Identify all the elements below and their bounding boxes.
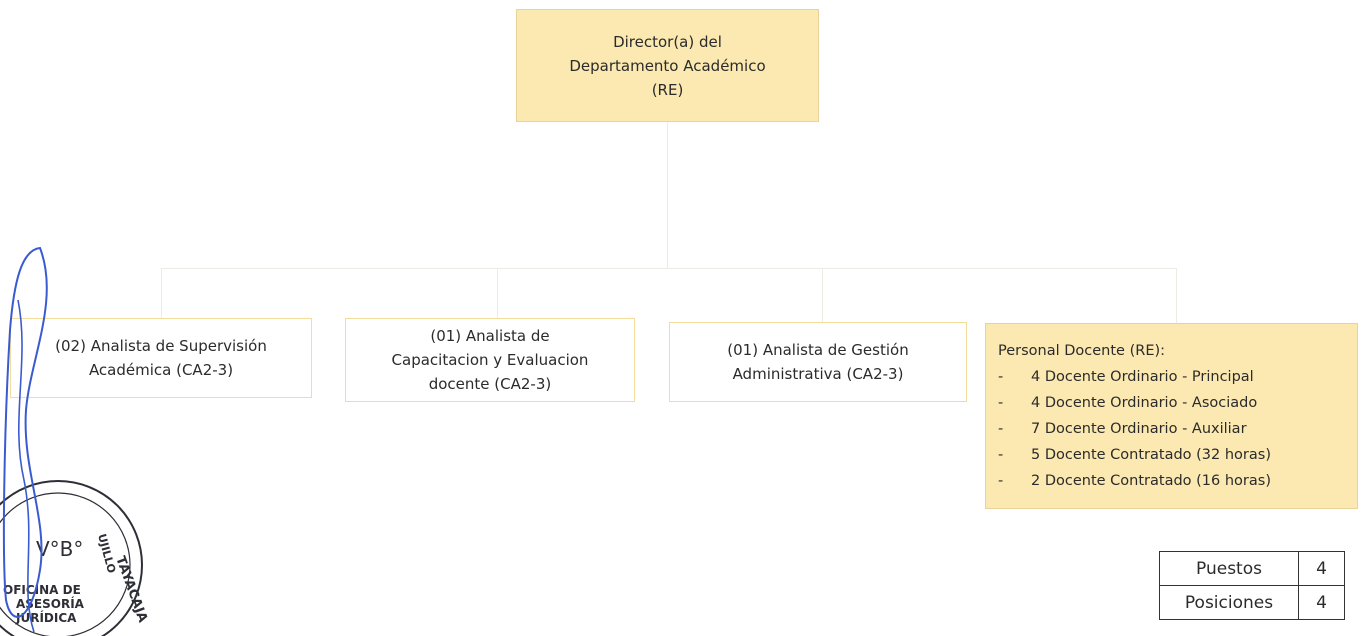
director-line-1: Director(a) del — [613, 32, 722, 51]
seal-inner-ring — [0, 492, 131, 636]
signature-stroke — [2, 246, 48, 618]
teaching-staff-item: 2 Docente Contratado (16 horas) — [998, 468, 1357, 494]
teaching-staff-item: 5 Docente Contratado (32 horas) — [998, 442, 1357, 468]
summary-value: 4 — [1298, 551, 1345, 586]
connector-director-down — [667, 122, 668, 269]
teaching-staff-node: Personal Docente (RE): 4 Docente Ordinar… — [985, 323, 1358, 509]
seal-outer-ring — [0, 480, 143, 636]
analyst-administrative-node: (01) Analista de Gestión Administrativa … — [669, 322, 967, 402]
seal-line-2: ASESORÍA — [16, 596, 85, 611]
connector-to-analyst-2 — [497, 268, 498, 318]
analyst-2-line-2: Capacitacion y Evaluacion — [391, 351, 589, 369]
seal-stamp: V°B° OFICINA DE ASESORÍA JURÍDICA TAYACA… — [0, 246, 150, 636]
summary-label: Posiciones — [1159, 585, 1299, 620]
teaching-staff-title: Personal Docente (RE): — [998, 343, 1166, 359]
summary-value: 4 — [1298, 585, 1345, 620]
signature-stroke-2 — [17, 299, 35, 633]
summary-table: Puestos 4 Posiciones 4 — [1159, 551, 1345, 620]
analyst-1-line-1: (02) Analista de Supervisión — [55, 337, 267, 355]
seal-side-text: TAYACAJA — [112, 554, 150, 624]
connector-to-analyst-1 — [161, 268, 162, 318]
analyst-supervision-node: (02) Analista de Supervisión Académica (… — [10, 318, 312, 398]
teaching-staff-item: 4 Docente Ordinario - Principal — [998, 364, 1357, 390]
analyst-2-line-3: docente (CA2-3) — [428, 375, 552, 393]
summary-label: Puestos — [1159, 551, 1299, 586]
analyst-training-node: (01) Analista de Capacitacion y Evaluaci… — [345, 318, 635, 402]
seal-vb-text: V°B° — [36, 537, 83, 561]
summary-row: Puestos 4 — [1159, 551, 1345, 586]
teaching-staff-item: 4 Docente Ordinario - Asociado — [998, 390, 1357, 416]
connector-to-staff — [1176, 268, 1177, 323]
connector-horizontal-bus — [161, 268, 1176, 269]
director-line-3: (RE) — [651, 80, 684, 99]
seal-line-1: OFICINA DE — [3, 583, 81, 597]
connector-to-analyst-3 — [822, 268, 823, 322]
teaching-staff-item: 7 Docente Ordinario - Auxiliar — [998, 416, 1357, 442]
director-node: Director(a) del Departamento Académico (… — [516, 9, 819, 122]
analyst-3-line-2: Administrativa (CA2-3) — [732, 365, 904, 383]
seal-side-text-2: UJILLO — [95, 532, 118, 574]
analyst-2-line-1: (01) Analista de — [430, 327, 550, 345]
analyst-3-line-1: (01) Analista de Gestión — [727, 341, 909, 359]
teaching-staff-list: 4 Docente Ordinario - Principal 4 Docent… — [998, 364, 1357, 494]
director-line-2: Departamento Académico — [569, 56, 766, 75]
analyst-1-line-2: Académica (CA2-3) — [88, 361, 234, 379]
summary-row: Posiciones 4 — [1159, 585, 1345, 620]
